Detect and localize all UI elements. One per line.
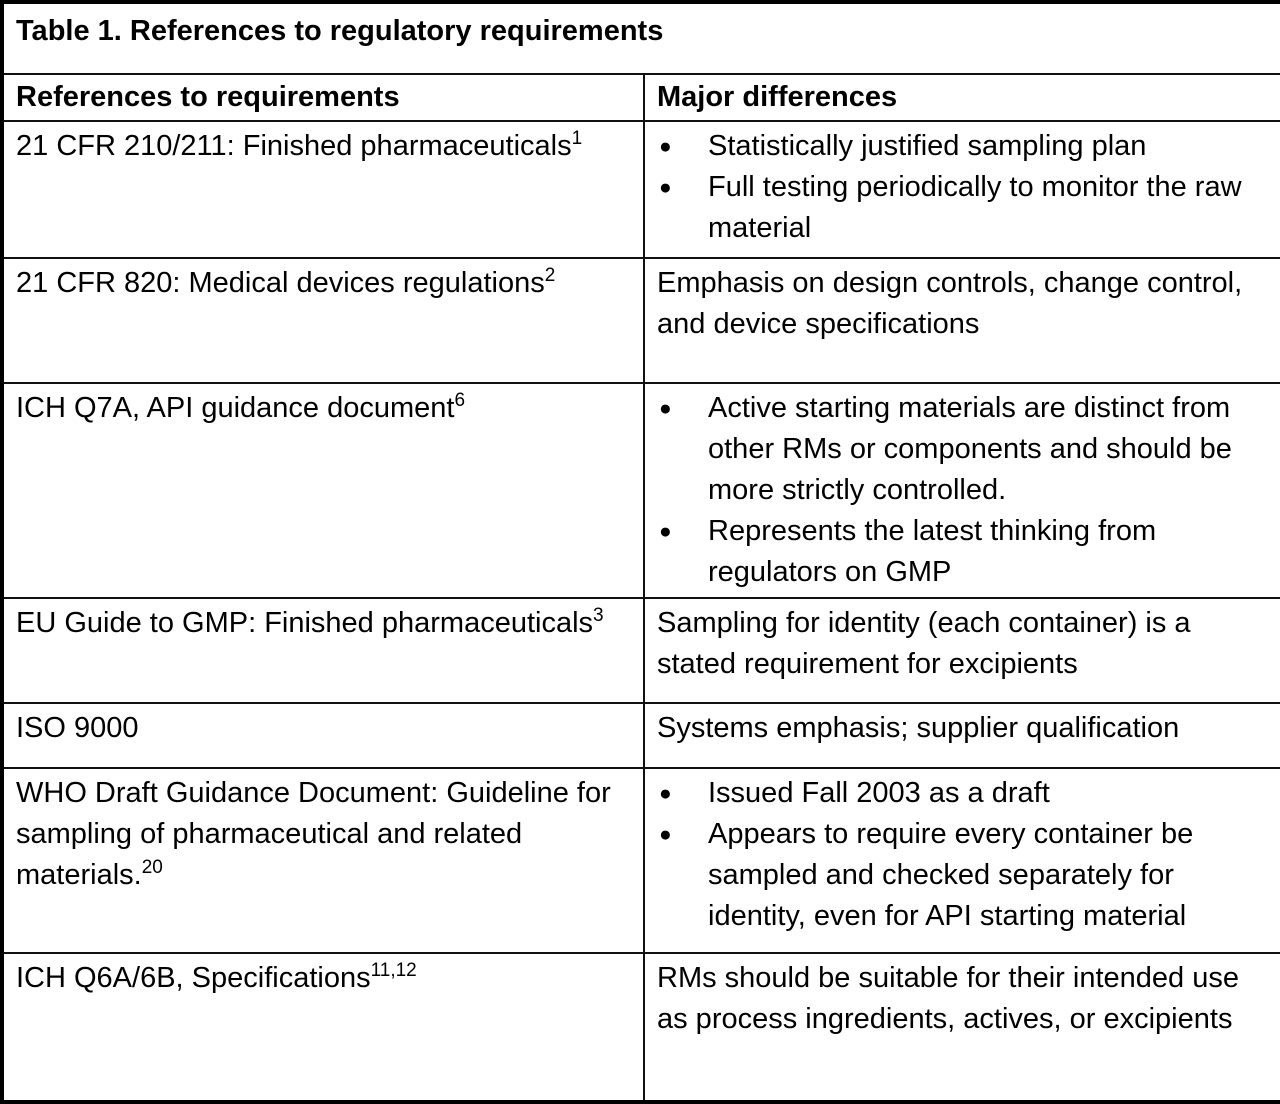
reference-text: ICH Q7A, API guidance document bbox=[16, 392, 455, 424]
bullet-icon: ● bbox=[659, 176, 672, 199]
bullet-item: ● Issued Fall 2003 as a draft bbox=[657, 773, 1270, 814]
bullet-item: ● Appears to require every container be s… bbox=[657, 814, 1270, 937]
table-header-row: References to requirements Major differe… bbox=[1, 73, 1280, 122]
bullet-icon: ● bbox=[659, 823, 672, 846]
bullet-text: Appears to require every container be sa… bbox=[708, 818, 1194, 932]
citation-superscript: 20 bbox=[141, 857, 163, 878]
bullet-text: Active starting materials are distinct f… bbox=[708, 392, 1232, 506]
bullet-text: Represents the latest thinking from regu… bbox=[708, 515, 1157, 588]
bullet-item: ● Represents the latest thinking from reg… bbox=[657, 511, 1270, 593]
reference-cell: ICH Q6A/6B, Specifications11,12 bbox=[1, 952, 645, 1103]
table-title-row: Table 1. References to regulatory requir… bbox=[0, 1, 1280, 75]
table-title: Table 1. References to regulatory requir… bbox=[0, 1, 1280, 75]
reference-cell: EU Guide to GMP: Finished pharmaceutical… bbox=[1, 597, 645, 704]
table-row: 21 CFR 210/211: Finished pharmaceuticals… bbox=[1, 120, 1280, 259]
reference-cell: ICH Q7A, API guidance document6 bbox=[1, 382, 645, 599]
differences-bullet-list: ● Issued Fall 2003 as a draft ● Appears to … bbox=[657, 773, 1270, 937]
column-header-differences: Major differences bbox=[642, 73, 1280, 122]
table-row: EU Guide to GMP: Finished pharmaceutical… bbox=[1, 597, 1280, 704]
bullet-icon: ● bbox=[659, 135, 672, 158]
bullet-text: Full testing periodically to monitor the… bbox=[708, 171, 1242, 244]
reference-cell: 21 CFR 820: Medical devices regulations2 bbox=[1, 257, 645, 384]
bullet-icon: ● bbox=[659, 397, 672, 420]
differences-bullet-list: ● Active starting materials are distinct … bbox=[657, 388, 1270, 593]
differences-text: RMs should be suitable for their intende… bbox=[657, 962, 1239, 1035]
table-row: 21 CFR 820: Medical devices regulations2… bbox=[1, 257, 1280, 384]
bullet-item: ● Active starting materials are distinct … bbox=[657, 388, 1270, 511]
table-row: ISO 9000 Systems emphasis; supplier quali… bbox=[1, 702, 1280, 769]
table-body: 21 CFR 210/211: Finished pharmaceuticals… bbox=[1, 120, 1280, 1103]
reference-cell: WHO Draft Guidance Document: Guideline f… bbox=[1, 767, 645, 954]
reference-text: ICH Q6A/6B, Specifications bbox=[16, 962, 371, 994]
differences-cell: ● Issued Fall 2003 as a draft ● Appears to … bbox=[642, 767, 1280, 954]
differences-cell: Sampling for identity (each container) i… bbox=[642, 597, 1280, 704]
bullet-item: ● Full testing periodically to monitor th… bbox=[657, 167, 1270, 249]
column-header-references: References to requirements bbox=[1, 73, 645, 122]
differences-text: Sampling for identity (each container) i… bbox=[657, 607, 1191, 680]
citation-superscript: 6 bbox=[454, 390, 466, 411]
reference-text: WHO Draft Guidance Document: Guideline f… bbox=[16, 777, 611, 891]
reference-text: 21 CFR 210/211: Finished pharmaceuticals bbox=[16, 130, 572, 162]
reference-cell: ISO 9000 bbox=[1, 702, 645, 769]
bullet-item: ● Statistically justified sampling plan bbox=[657, 126, 1270, 167]
citation-superscript: 2 bbox=[544, 265, 556, 286]
differences-cell: ● Active starting materials are distinct … bbox=[642, 382, 1280, 599]
bullet-text: Issued Fall 2003 as a draft bbox=[708, 777, 1050, 809]
differences-cell: Systems emphasis; supplier qualification bbox=[642, 702, 1280, 769]
citation-superscript: 11,12 bbox=[370, 960, 417, 981]
differences-bullet-list: ● Statistically justified sampling plan ● F… bbox=[657, 126, 1270, 249]
reference-cell: 21 CFR 210/211: Finished pharmaceuticals… bbox=[1, 120, 645, 259]
differences-text: Systems emphasis; supplier qualification bbox=[657, 712, 1180, 744]
citation-superscript: 3 bbox=[593, 605, 604, 626]
bullet-text: Statistically justified sampling plan bbox=[708, 130, 1147, 162]
table-row: ICH Q7A, API guidance document6 ● Active s… bbox=[1, 382, 1280, 599]
reference-text: ISO 9000 bbox=[16, 712, 139, 744]
differences-cell: RMs should be suitable for their intende… bbox=[642, 952, 1280, 1103]
bullet-icon: ● bbox=[659, 520, 672, 543]
differences-cell: Emphasis on design controls, change cont… bbox=[642, 257, 1280, 384]
reference-text: 21 CFR 820: Medical devices regulations bbox=[16, 267, 545, 299]
differences-cell: ● Statistically justified sampling plan ● F… bbox=[642, 120, 1280, 259]
table-row: WHO Draft Guidance Document: Guideline f… bbox=[1, 767, 1280, 954]
reference-text: EU Guide to GMP: Finished pharmaceutical… bbox=[16, 607, 594, 639]
citation-superscript: 1 bbox=[571, 128, 583, 149]
differences-text: Emphasis on design controls, change cont… bbox=[657, 267, 1243, 340]
bullet-icon: ● bbox=[659, 782, 672, 805]
